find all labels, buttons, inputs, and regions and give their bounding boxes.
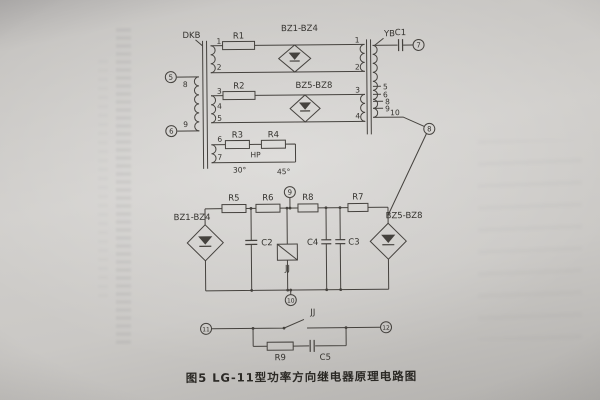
label-dkb-3: 3: [217, 87, 222, 96]
yb-winding-a: [359, 43, 365, 72]
label-yb-2: 2: [355, 62, 360, 71]
label-dkb-7: 7: [217, 153, 222, 162]
yb-transformer: [359, 39, 379, 135]
label-45deg: 45°: [277, 167, 291, 176]
bridge-bz1-bz4-top: [277, 44, 312, 73]
label-r2: R2: [233, 81, 244, 91]
resistor-r7: [347, 202, 369, 213]
label-yb: YB: [383, 29, 395, 39]
resistor-r4: [260, 139, 286, 149]
resistor-r3: [224, 139, 250, 150]
label-bz1-bz4-top: BZ1-BZ4: [281, 24, 318, 34]
label-dkb-2: 2: [217, 63, 222, 72]
resistor-r1: [222, 40, 256, 51]
page-bleed-through-right-margin: [478, 140, 582, 340]
terminal-8-number: 8: [427, 125, 432, 133]
junction-dots: [249, 206, 348, 330]
bridge-bz5-bz8-mid: [369, 222, 407, 260]
terminal-7: 7: [412, 38, 425, 51]
label-jj-contact: JJ: [309, 308, 315, 318]
terminal-8: 8: [423, 122, 436, 135]
page-bleed-through-column-2: [98, 60, 108, 300]
label-yb-sec-9: 9: [385, 104, 390, 113]
label-yb-sec-8: 8: [385, 97, 390, 106]
dkb-transformer: [193, 40, 217, 169]
capacitor-c3: [335, 239, 346, 245]
label-hp: HP: [250, 150, 261, 159]
terminal-12: 12: [380, 321, 393, 334]
resistor-r9: [266, 341, 294, 351]
label-dkb-5: 5: [217, 114, 222, 123]
label-yb-sec-6: 6: [383, 90, 388, 99]
terminal-6-number: 6: [169, 128, 174, 136]
dkb-winding-3: [211, 144, 217, 164]
yb-winding-b: [360, 93, 366, 122]
label-r7: R7: [352, 192, 363, 202]
dkb-winding-left: [193, 76, 200, 132]
label-c1: C1: [395, 28, 406, 38]
terminal-7-number: 7: [416, 41, 421, 49]
label-r6: R6: [262, 193, 273, 203]
terminal-5: 5: [164, 71, 177, 84]
label-dkb: DKB: [182, 31, 200, 41]
capacitor-c1: [397, 39, 404, 52]
label-yb-3: 3: [355, 85, 360, 94]
label-c5: C5: [320, 353, 331, 363]
label-r1: R1: [233, 31, 244, 41]
label-bz5-bz8-top: BZ5-BZ8: [295, 81, 332, 91]
terminal-11: 11: [200, 322, 213, 335]
terminal-9-number: 9: [288, 189, 293, 197]
capacitor-c5: [309, 339, 315, 352]
circuit-wires: [176, 37, 427, 347]
label-bz1-bz4-mid: BZ1-BZ4: [174, 213, 211, 223]
terminal-6: 6: [165, 125, 178, 138]
terminal-9: 9: [283, 186, 296, 199]
resistor-r2: [222, 90, 256, 101]
label-dkb-6: 6: [217, 135, 222, 144]
figure-caption: 图5 LG-11型功率方向继电器原理电路图: [186, 369, 418, 385]
yb-core: [366, 39, 372, 135]
label-bz5-bz8-mid: BZ5-BZ8: [386, 211, 423, 221]
resistor-r8: [297, 203, 319, 213]
label-yb-1: 1: [355, 35, 360, 44]
label-dkb-9: 9: [183, 120, 188, 129]
resistor-r5: [221, 203, 247, 214]
label-dkb-8: 8: [183, 80, 188, 89]
label-yb-sec-5: 5: [383, 82, 388, 91]
label-yb-4: 4: [355, 111, 360, 120]
capacitor-c2: [245, 239, 258, 246]
label-jj-coil: JJ: [284, 264, 290, 274]
terminal-10-number: 10: [287, 298, 295, 305]
label-c4: C4: [307, 238, 318, 248]
label-yb-sec-10: 10: [390, 108, 400, 117]
label-r4: R4: [268, 130, 279, 140]
dkb-winding-1: [210, 45, 216, 74]
label-c2: C2: [261, 238, 272, 248]
yb-secondary-winding: [372, 44, 379, 118]
capacitor-c4: [321, 239, 332, 245]
dkb-winding-2: [210, 95, 217, 124]
label-r8: R8: [302, 193, 313, 203]
label-r3: R3: [232, 130, 243, 140]
page-bleed-through-column: [116, 28, 131, 348]
bridge-bz5-bz8-top: [289, 94, 321, 123]
label-dkb-4: 4: [217, 102, 222, 111]
label-30deg: 30°: [233, 165, 247, 174]
terminal-11-number: 11: [202, 326, 210, 333]
bridge-bz1-bz4-mid: [186, 224, 224, 262]
relay-jj-coil: [276, 243, 298, 261]
label-dkb-1: 1: [216, 37, 221, 46]
label-r5: R5: [228, 194, 239, 204]
terminal-10: 10: [284, 294, 297, 307]
terminal-12-number: 12: [382, 325, 390, 332]
label-r9: R9: [275, 353, 286, 363]
resistor-r6: [255, 203, 281, 213]
dkb-core: [202, 40, 209, 169]
label-c3: C3: [348, 237, 359, 247]
terminal-5-number: 5: [169, 74, 174, 82]
